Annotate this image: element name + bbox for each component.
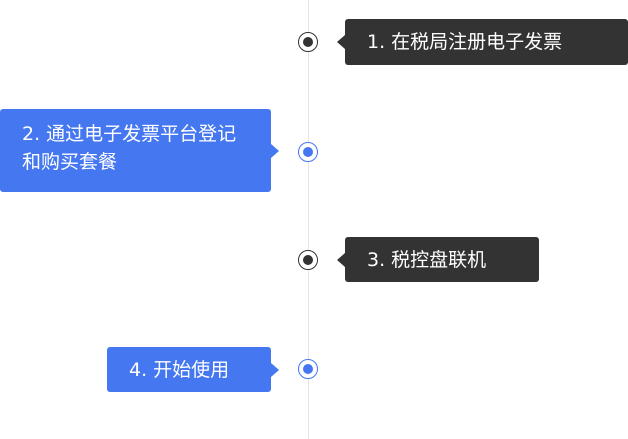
timeline-node-1 xyxy=(298,32,318,52)
timeline-node-4 xyxy=(298,359,318,379)
step-1-label: 1. 在税局注册电子发票 xyxy=(337,19,628,65)
timeline-line xyxy=(308,0,309,439)
timeline-node-3 xyxy=(298,250,318,270)
step-3-label: 3. 税控盘联机 xyxy=(337,237,539,282)
step-4-label: 4. 开始使用 xyxy=(107,347,279,392)
timeline-node-2 xyxy=(298,142,318,162)
step-2-label: 2. 通过电子发票平台登记和购买套餐 xyxy=(0,109,279,192)
